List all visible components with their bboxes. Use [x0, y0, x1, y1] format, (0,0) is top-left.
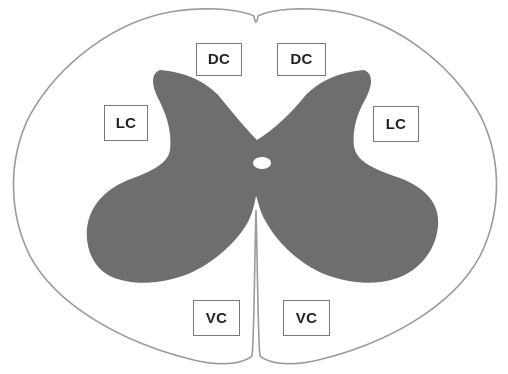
label-lateral-column-left: LC: [104, 105, 148, 141]
label-ventral-column-left: VC: [193, 300, 240, 336]
label-ventral-column-right: VC: [283, 300, 330, 336]
label-dorsal-column-left: DC: [196, 43, 242, 76]
label-lateral-column-right: LC: [373, 106, 419, 142]
central-canal: [253, 157, 271, 169]
label-dorsal-column-right: DC: [277, 43, 326, 76]
